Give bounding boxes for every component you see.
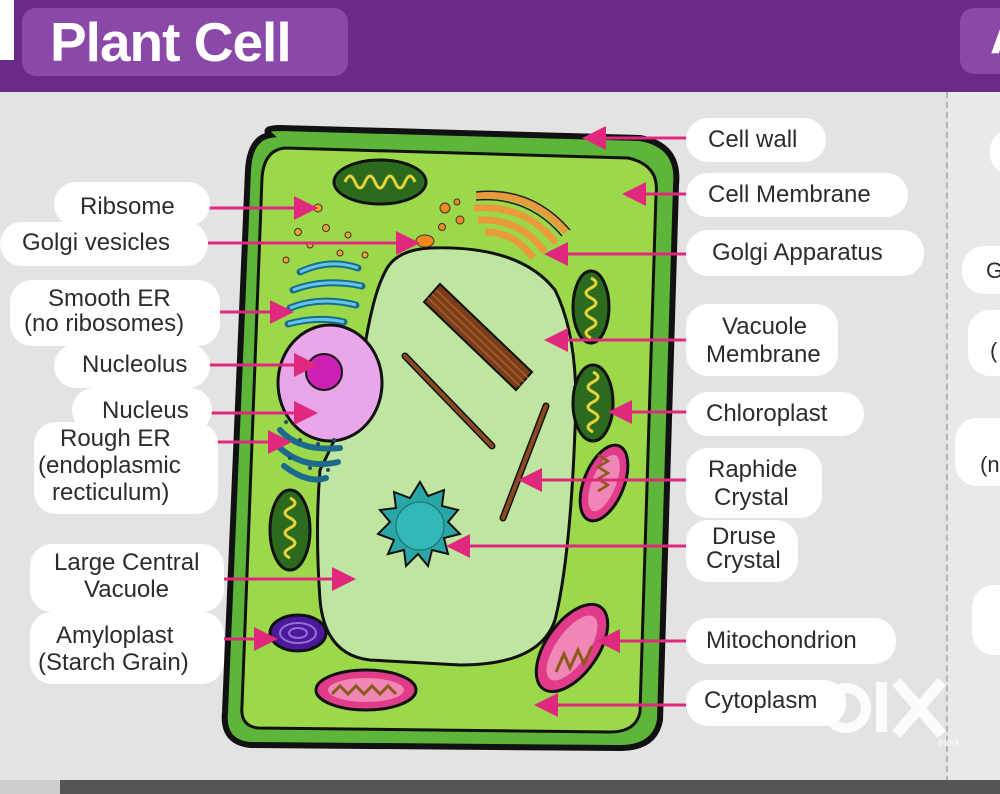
left-label-pills <box>0 182 224 684</box>
label-vacuole-membrane-1: Vacuole <box>722 313 807 340</box>
amyloplast <box>268 613 328 653</box>
label-nucleus: Nucleus <box>102 397 189 424</box>
label-nucleolus: Nucleolus <box>82 351 188 378</box>
label-central-vacuole-1: Large Central <box>54 549 200 576</box>
label-ribosome: Ribsome <box>80 193 175 220</box>
corner-strip <box>0 0 14 60</box>
mitochondrion-right-upper <box>578 443 630 523</box>
golgi-outline <box>475 190 571 237</box>
title-pill <box>22 8 348 76</box>
next-panel-fragment-1: G <box>986 258 1000 283</box>
label-raphide-crystal-2: Crystal <box>714 484 789 511</box>
label-cell-wall: Cell wall <box>708 126 798 153</box>
bottom-bar <box>0 780 1000 794</box>
label-raphide-crystal-1: Raphide <box>708 456 798 483</box>
olx-watermark-sub: INDIA <box>938 739 960 748</box>
druse-crystal <box>376 480 462 569</box>
chloroplast-top <box>332 158 428 206</box>
page-title: Plant Cell <box>50 11 292 73</box>
raphide-crystal-1-core <box>403 354 494 448</box>
olx-watermark-logo: INDIA <box>821 678 960 748</box>
raphide-crystal-bundle <box>422 282 534 392</box>
label-rough-er-3: recticulum) <box>52 479 170 506</box>
chloroplast-left <box>268 488 312 572</box>
label-cytoplasm: Cytoplasm <box>704 687 818 714</box>
next-panel-pills <box>955 132 1000 655</box>
chloroplast-right-1 <box>571 269 611 345</box>
label-central-vacuole-2: Vacuole <box>84 576 169 603</box>
label-rough-er-2: (endoplasmic <box>38 452 181 479</box>
label-amyloplast-2: (Starch Grain) <box>38 649 189 676</box>
label-golgi-vesicles: Golgi vesicles <box>22 229 171 256</box>
mitochondrion-right-lower <box>534 602 610 694</box>
next-panel-fragment-2: ( <box>990 338 998 363</box>
pointer-arrows <box>190 126 690 717</box>
label-chloroplast: Chloroplast <box>706 400 828 427</box>
panel-divider <box>946 92 948 782</box>
raphide-crystal-2-core <box>501 404 548 520</box>
rough-er-dots <box>284 420 336 472</box>
label-mitochondrion: Mitochondrion <box>706 627 857 654</box>
next-panel-fragment-3: (n <box>980 452 1000 477</box>
label-vacuole-membrane-2: Membrane <box>706 341 821 368</box>
chloroplast-right-2 <box>571 363 615 443</box>
golgi-apparatus <box>473 191 569 261</box>
next-panel-title: A <box>990 6 1000 66</box>
label-rough-er-1: Rough ER <box>60 425 171 452</box>
label-druse-crystal-2: Crystal <box>706 547 781 574</box>
nucleus <box>276 323 384 443</box>
golgi-vesicles <box>415 198 465 248</box>
label-amyloplast-1: Amyloplast <box>56 622 174 649</box>
right-label-pills <box>686 118 924 726</box>
label-smooth-er-1: Smooth ER <box>48 285 171 312</box>
label-smooth-er-2: (no ribosomes) <box>24 310 185 337</box>
mitochondrion-bottom <box>314 668 418 712</box>
label-cell-membrane: Cell Membrane <box>708 181 871 208</box>
ribosome-dots <box>282 203 369 264</box>
label-druse-crystal-1: Druse <box>712 523 777 550</box>
label-golgi-apparatus: Golgi Apparatus <box>712 239 883 266</box>
next-panel-title-pill <box>960 8 1000 74</box>
bottom-bar-light <box>0 780 60 794</box>
